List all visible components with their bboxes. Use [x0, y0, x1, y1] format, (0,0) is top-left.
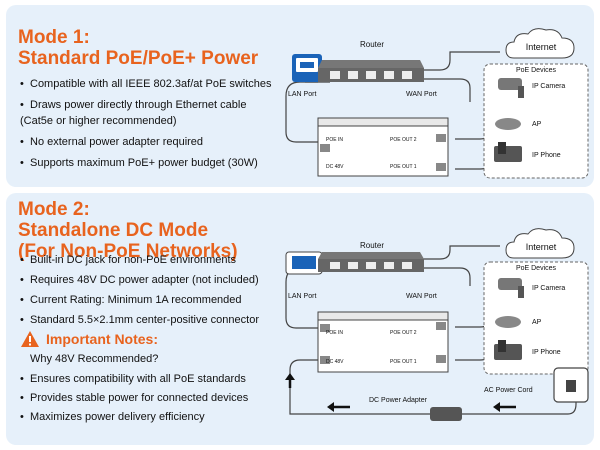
lan-port-label: LAN Port: [288, 293, 316, 300]
ip-camera-icon: [498, 278, 524, 298]
poe-injector: [317, 117, 449, 177]
ap-label: AP: [532, 319, 542, 326]
wan-port-label: WAN Port: [406, 293, 437, 300]
dc-48v-label: DC 48V: [326, 164, 344, 170]
list-item: Provides stable power for connected devi…: [20, 392, 248, 411]
ip-phone-label: IP Phone: [532, 349, 561, 356]
mode1-title: Mode 1: Standard PoE/PoE+ Power: [18, 27, 258, 69]
poe-out2-label: POE OUT 2: [390, 330, 417, 336]
switch-icon: [292, 54, 322, 82]
list-item: Standard 5.5×2.1mm center-positive conne…: [20, 314, 259, 334]
ap-label: AP: [532, 121, 542, 128]
internet-cloud-icon: [505, 228, 575, 259]
ip-camera-label: IP Camera: [532, 83, 565, 90]
important-notes-list: Why 48V Recommended? Ensures compatibili…: [20, 353, 248, 430]
list-item: Why 48V Recommended?: [30, 353, 159, 365]
poe-injector: [317, 311, 449, 373]
poe-out1-label: POE OUT 1: [390, 359, 417, 365]
list-item: Built-in DC jack for non-PoE environment…: [20, 254, 259, 274]
wall-outlet-icon: [553, 367, 589, 403]
ap-icon: [495, 118, 521, 130]
mode1-title-line2: Standard PoE/PoE+ Power: [18, 48, 259, 69]
ip-camera-label: IP Camera: [532, 285, 565, 292]
lan-port-label: LAN Port: [288, 91, 316, 98]
list-item: Ensures compatibility with all PoE stand…: [20, 373, 248, 392]
dc-adapter-label: DC Power Adapter: [369, 397, 428, 404]
arrow-up-icon: [285, 373, 295, 388]
arrow-left-icon: [493, 402, 516, 412]
poe-in-label: POE IN: [326, 330, 343, 336]
important-notes-header: Important Notes:: [20, 330, 158, 348]
internet-label: Internet: [526, 42, 557, 52]
router-label: Router: [360, 40, 384, 49]
ip-phone-label: IP Phone: [532, 152, 561, 159]
poe-out2-label: POE OUT 2: [390, 137, 417, 143]
mode1-title-line1: Mode 1:: [18, 27, 90, 48]
important-notes-title: Important Notes:: [46, 331, 158, 347]
list-item: Supports maximum PoE+ power budget (30W): [20, 157, 272, 178]
ip-phone-icon: [494, 142, 522, 162]
mode1-bullet-list: Compatible with all IEEE 802.3af/at PoE …: [20, 78, 272, 178]
poe-out1-label: POE OUT 1: [390, 164, 417, 170]
ip-camera-icon: [498, 78, 524, 98]
list-item: (Cat5e or higher recommended): [20, 115, 177, 127]
poe-devices-label: PoE Devices: [516, 67, 557, 74]
list-item: Compatible with all IEEE 802.3af/at PoE …: [20, 78, 272, 99]
mode2-bullet-list: Built-in DC jack for non-PoE environment…: [20, 254, 259, 334]
poe-in-label: POE IN: [326, 137, 343, 143]
list-item: Draws power directly through Ethernet ca…: [20, 99, 272, 115]
router-label: Router: [360, 241, 384, 250]
list-item: Current Rating: Minimum 1A recommended: [20, 294, 259, 314]
warning-icon: [21, 331, 39, 347]
internet-label: Internet: [526, 242, 557, 252]
poe-devices-label: PoE Devices: [516, 265, 557, 272]
wan-port-label: WAN Port: [406, 91, 437, 98]
list-item: No external power adapter required: [20, 136, 272, 157]
mode2-title-line1: Mode 2:: [18, 199, 90, 220]
dc-adapter-icon: [430, 407, 462, 421]
internet-cloud-icon: [505, 28, 575, 59]
list-item: Requires 48V DC power adapter (not inclu…: [20, 274, 259, 294]
switch-icon: [285, 251, 323, 275]
list-item: Maximizes power delivery efficiency: [20, 411, 248, 430]
arrow-left-icon: [327, 402, 350, 412]
ap-icon: [495, 316, 521, 328]
ip-phone-icon: [494, 340, 522, 360]
router-icon: [318, 252, 424, 272]
mode2-title-line2: Standalone DC Mode: [18, 220, 209, 241]
dc-48v-label: DC 48V: [326, 359, 344, 365]
router-icon: [318, 60, 424, 82]
ac-cord-label: AC Power Cord: [484, 387, 533, 394]
